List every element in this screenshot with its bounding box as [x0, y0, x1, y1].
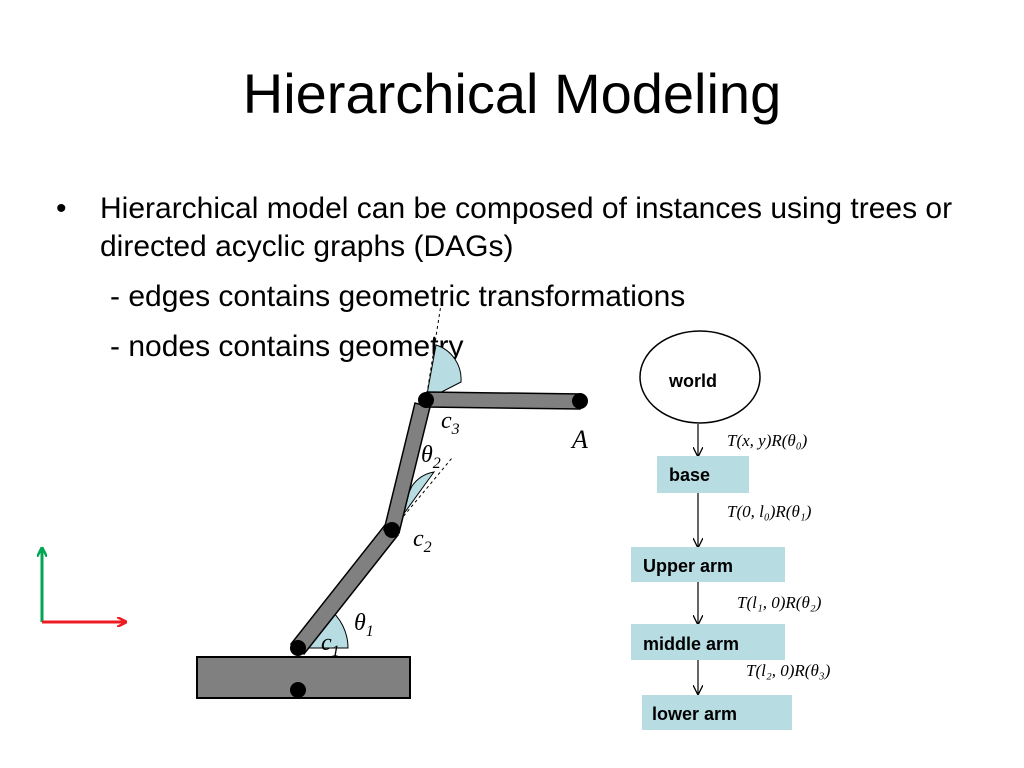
dashed-extension-1	[391, 457, 453, 531]
joint-c2	[384, 522, 400, 538]
edge-label-world-base: T(x, y)R(θ₀)	[727, 431, 808, 450]
node-middle-arm-label: middle arm	[643, 634, 739, 654]
bullet-marker: •	[56, 192, 67, 225]
node-base-label: base	[669, 465, 710, 485]
sub-bullet-nodes: - nodes contains geometry	[110, 330, 464, 363]
robot-arm: c1 c2 c3 θ1 θ2 A	[196, 297, 588, 699]
coordinate-axes	[42, 548, 126, 622]
node-upper-arm	[631, 547, 785, 582]
label-theta1: θ1	[354, 610, 374, 640]
slide-title: Hierarchical Modeling	[242, 62, 782, 125]
node-middle-arm	[631, 624, 785, 660]
bullet-text: Hierarchical model can be composed of in…	[100, 192, 953, 263]
label-c3: c3	[441, 408, 460, 438]
label-c1: c1	[321, 630, 340, 660]
joint-c1	[290, 640, 306, 656]
hierarchy-tree: world T(x, y)R(θ₀) base T(0, l₀)R(θ₁) Up…	[631, 330, 831, 730]
sub-bullet-edges: - edges contains geometric transformatio…	[110, 280, 686, 313]
joint-c3	[418, 392, 434, 408]
label-c2: c2	[413, 526, 432, 556]
node-base	[657, 456, 749, 493]
middle-arm-link	[383, 402, 431, 534]
base-pivot	[290, 682, 306, 698]
node-world	[639, 330, 761, 424]
edge-label-middle-lower: T(l₂, 0)R(θ₃)	[746, 661, 831, 680]
node-lower-arm-label: lower arm	[652, 704, 737, 724]
edge-label-base-upper: T(0, l₀)R(θ₁)	[727, 502, 812, 521]
node-world-label: world	[668, 371, 717, 391]
label-point-a: A	[570, 425, 588, 454]
node-lower-arm	[642, 695, 792, 730]
node-upper-arm-label: Upper arm	[643, 556, 733, 576]
theta3-angle-wedge	[425, 344, 462, 401]
endpoint-a	[572, 393, 588, 409]
label-theta2: θ2	[421, 442, 441, 472]
edge-label-upper-middle: T(l₁, 0)R(θ₂)	[737, 593, 822, 612]
dashed-extension-2	[425, 297, 443, 401]
lower-arm-link	[425, 391, 582, 410]
